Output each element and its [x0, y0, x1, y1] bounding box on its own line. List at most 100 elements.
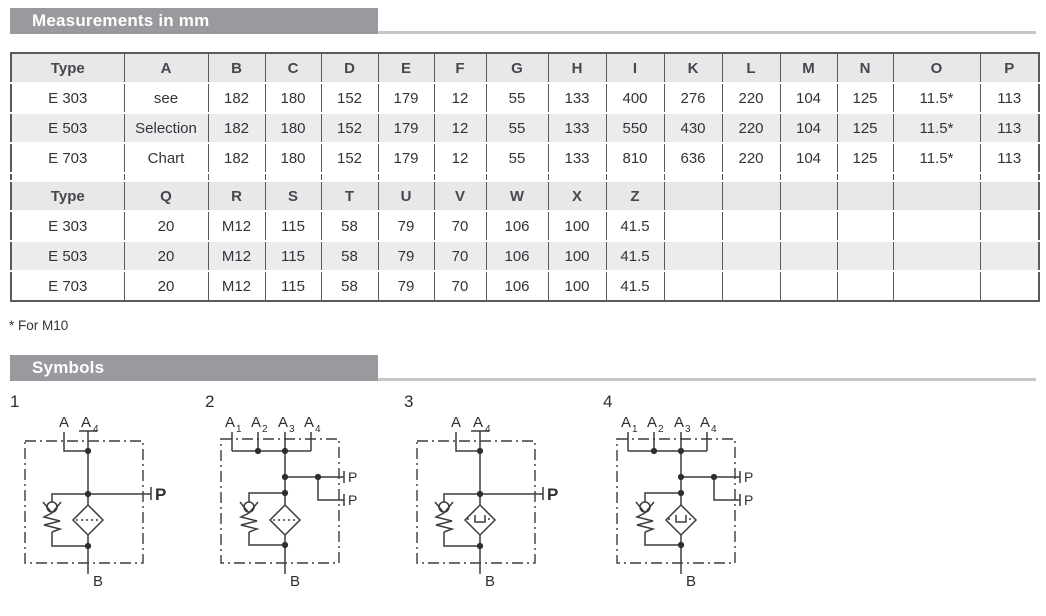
table-cell: 133	[548, 112, 607, 143]
table-cell: 11.5*	[893, 112, 981, 143]
table-cell	[11, 172, 125, 181]
table-cell: 58	[321, 270, 379, 301]
junction-dot	[84, 542, 92, 550]
enclosure-box	[416, 440, 536, 564]
enclosure-box	[616, 438, 736, 564]
table-cell	[837, 210, 894, 241]
table-cell: 115	[265, 270, 322, 301]
table-cell: 41.5	[606, 240, 665, 271]
port-p-line	[88, 487, 152, 500]
table-cell: 220	[722, 112, 781, 143]
junction-dot	[84, 490, 92, 498]
table-cell	[837, 270, 894, 301]
table-cell: 70	[434, 270, 487, 301]
table-cell: 113	[980, 142, 1039, 173]
table-cell	[980, 172, 1039, 181]
junction-dot	[254, 447, 262, 455]
spring-icon	[41, 512, 63, 533]
bypass-bottom-line	[644, 532, 681, 546]
port-label-a2-sub: 2	[262, 424, 268, 435]
column-header	[722, 180, 781, 211]
bypass-line	[248, 492, 285, 502]
table-cell	[265, 172, 322, 181]
table-cell: 58	[321, 240, 379, 271]
table-cell	[722, 270, 781, 301]
table-cell	[208, 172, 266, 181]
port-label-p2: P	[744, 492, 753, 508]
column-header: D	[321, 53, 379, 83]
column-header: V	[434, 180, 487, 211]
junction-dot	[84, 447, 92, 455]
port-label-a2: A	[251, 414, 261, 431]
table-cell: 182	[208, 82, 266, 113]
table-cell: Chart	[124, 142, 209, 173]
table-cell: 20	[124, 240, 209, 271]
table-cell	[837, 172, 894, 181]
port-label-p2: P	[348, 492, 357, 508]
column-header: B	[208, 53, 266, 83]
junction-dot	[677, 489, 685, 497]
symbols-section-header: Symbols	[10, 355, 1036, 381]
table-cell: 180	[265, 142, 322, 173]
table-cell: M12	[208, 270, 266, 301]
symbol-number: 2	[205, 392, 214, 411]
column-header	[664, 180, 723, 211]
measurements-title: Measurements in mm	[10, 8, 378, 34]
table-cell: 179	[378, 82, 435, 113]
table-cell: 152	[321, 82, 379, 113]
table-cell	[780, 210, 838, 241]
port-label-p1: P	[744, 469, 753, 485]
bypass-bottom-line	[248, 532, 285, 546]
port-label-a4: A	[81, 414, 91, 431]
table-cell: 104	[780, 82, 838, 113]
port-label-a4: A	[304, 414, 314, 431]
column-header: A	[124, 53, 209, 83]
table-cell: 182	[208, 112, 266, 143]
table-cell: 106	[486, 240, 549, 271]
table-cell: 550	[606, 112, 665, 143]
symbol-number: 3	[404, 392, 413, 411]
port-p2-line	[317, 477, 345, 506]
filter-diamond-icon	[463, 503, 497, 537]
port-a-lines	[231, 432, 312, 451]
junction-dot	[677, 541, 685, 549]
column-header: Z	[606, 180, 665, 211]
table-cell: see	[124, 82, 209, 113]
table-cell: 810	[606, 142, 665, 173]
port-label-a1-sub: 1	[632, 424, 638, 435]
table-cell: 55	[486, 142, 549, 173]
table-cell: 152	[321, 112, 379, 143]
port-label-a3-sub: 3	[685, 424, 691, 435]
column-header: O	[893, 53, 981, 83]
table-cell: M12	[208, 240, 266, 271]
table-cell: 180	[265, 112, 322, 143]
table-cell	[980, 270, 1039, 301]
table-cell: 276	[664, 82, 723, 113]
enclosure-box	[24, 440, 144, 564]
table-cell: 20	[124, 270, 209, 301]
table-cell: 12	[434, 82, 487, 113]
column-header: E	[378, 53, 435, 83]
symbols-title: Symbols	[10, 355, 378, 381]
table-cell: 41.5	[606, 210, 665, 241]
table-cell: 12	[434, 112, 487, 143]
port-label-b: B	[290, 573, 300, 590]
junction-dot	[281, 447, 289, 455]
table-cell: 58	[321, 210, 379, 241]
junction-dot	[710, 473, 718, 481]
junction-dot	[281, 541, 289, 549]
table-cell: 41.5	[606, 270, 665, 301]
table-cell: E 303	[11, 82, 125, 113]
table-cell: 70	[434, 210, 487, 241]
column-header: G	[486, 53, 549, 83]
bypass-line	[644, 492, 681, 502]
port-label-b: B	[485, 573, 495, 590]
column-header	[780, 180, 838, 211]
table-cell	[664, 270, 723, 301]
table-cell: 125	[837, 112, 894, 143]
table-cell	[722, 210, 781, 241]
